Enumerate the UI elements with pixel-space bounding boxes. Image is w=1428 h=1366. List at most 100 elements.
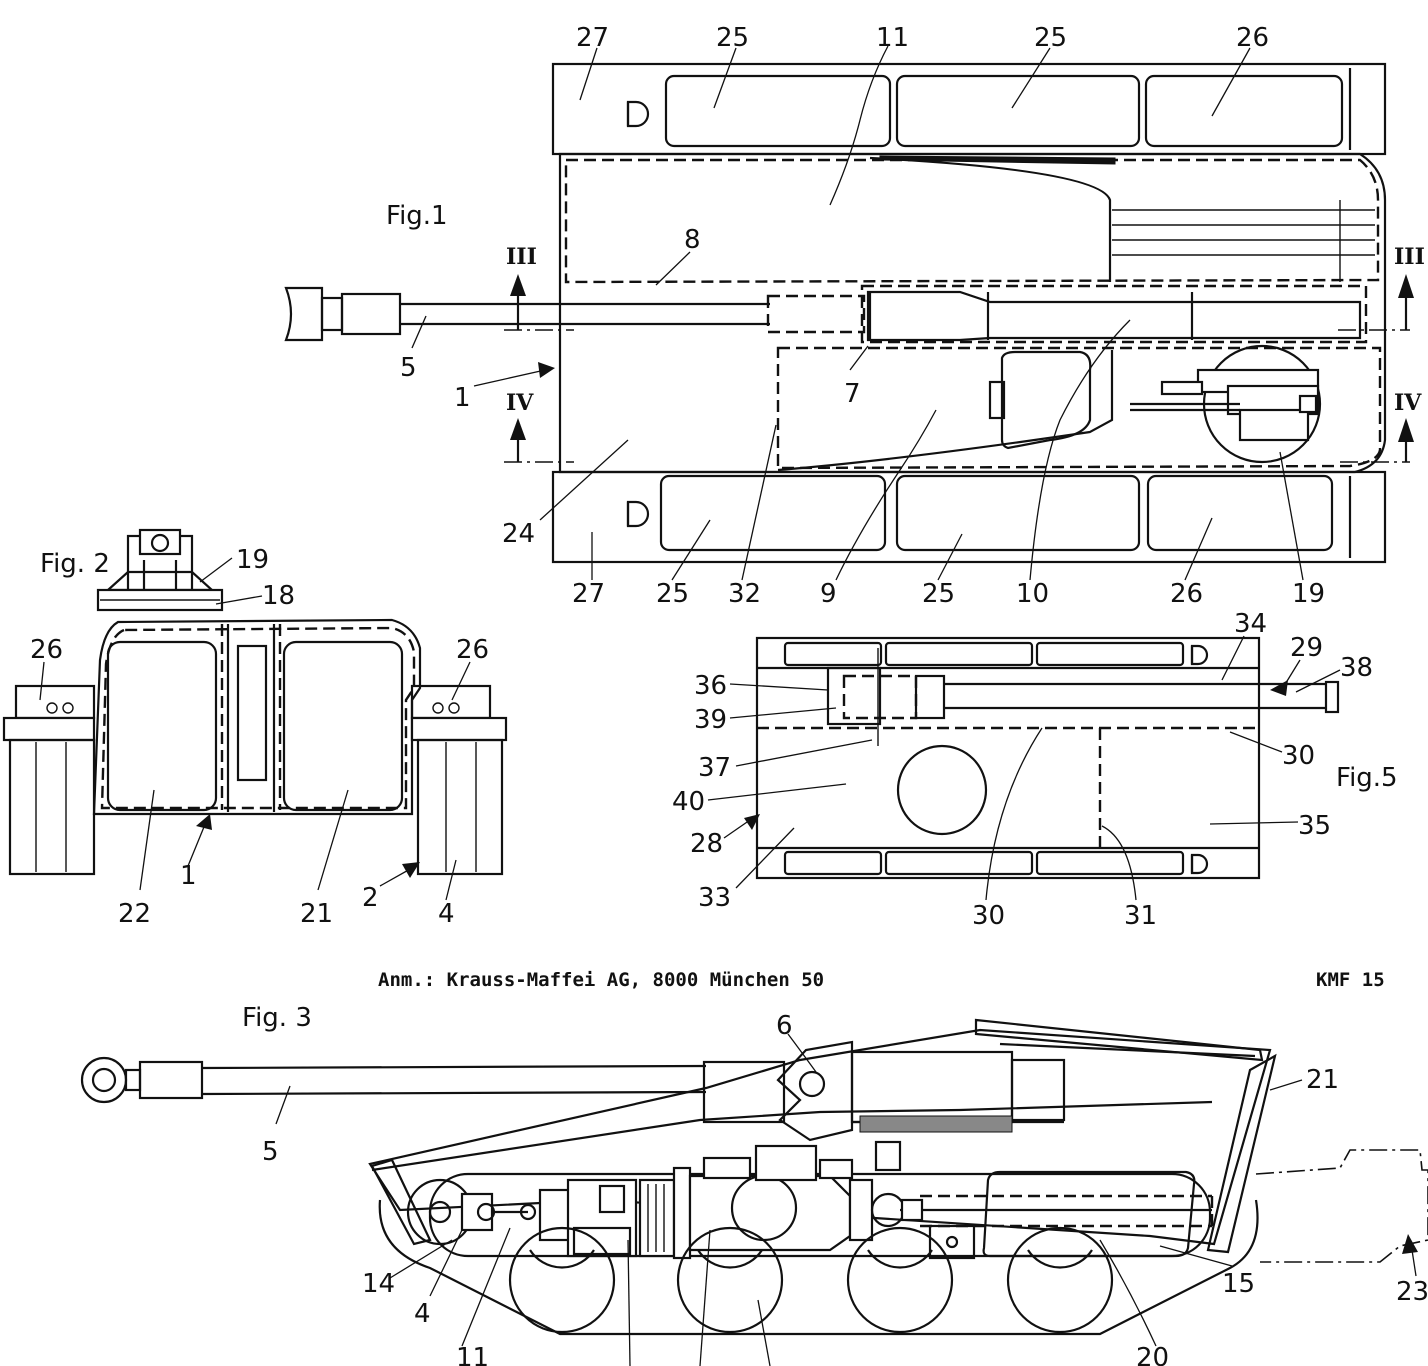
fig2-right-track-4 — [416, 738, 504, 876]
ref-36: 36 — [694, 671, 727, 701]
ref-33: 33 — [698, 883, 731, 913]
ref-39: 39 — [694, 705, 727, 735]
fig2-left-fender-26 — [14, 684, 96, 720]
ref-1-fig1: 1 — [454, 383, 471, 413]
fig2-hull — [92, 618, 422, 816]
applicant-line: Anm.: Krauss-Maffei AG, 8000 München 50 — [378, 969, 824, 991]
fig1-lower-track — [551, 470, 1387, 564]
ref-29: 29 — [1290, 633, 1323, 663]
fig5-turret-ring — [896, 744, 988, 836]
ref-32: 32 — [728, 579, 761, 609]
docket-number: KMF 15 — [1316, 969, 1385, 991]
fig5-outline — [755, 636, 1261, 880]
fig2-left-track — [8, 738, 96, 876]
fig1-fume-extractor — [340, 292, 402, 336]
fig1-top-view — [284, 45, 1414, 581]
ref-25-top-right: 25 — [1034, 23, 1067, 53]
fig1-box-25b — [895, 74, 1141, 148]
ref-28: 28 — [690, 829, 723, 859]
fig3-track — [378, 1199, 1259, 1336]
fig3-mantlet-6 — [776, 1040, 854, 1142]
ref-4-fig3: 4 — [414, 1299, 431, 1329]
fig1-box-25d — [895, 474, 1141, 552]
fig1-upper-track — [551, 62, 1387, 156]
ref-4-fig2: 4 — [438, 899, 455, 929]
ref-21-fig3: 21 — [1306, 1065, 1339, 1095]
ref-30-bottom: 30 — [972, 901, 1005, 931]
ref-24: 24 — [502, 519, 535, 549]
fig2-right-fender-26 — [410, 684, 492, 720]
ref-27-top: 27 — [576, 23, 609, 53]
ref-15: 15 — [1222, 1269, 1255, 1299]
fig1-hull-outline — [558, 152, 1387, 474]
fig3-side-view — [80, 1018, 1428, 1366]
ref-18: 18 — [262, 581, 295, 611]
ref-34: 34 — [1234, 609, 1267, 639]
ref-25-bottom-right: 25 — [922, 579, 955, 609]
fig1-hatch-mark-upper — [626, 100, 650, 128]
ref-8: 8 — [684, 225, 701, 255]
fig3-muzzle — [80, 1056, 128, 1104]
section-mark-iv-left: IV — [506, 390, 534, 416]
ref-5-fig1: 5 — [400, 353, 417, 383]
ref-7: 7 — [844, 379, 861, 409]
ref-35: 35 — [1298, 811, 1331, 841]
fig1-muzzle-brake — [284, 286, 324, 342]
fig3-armor-21 — [1206, 1053, 1277, 1254]
fig2-front-view — [2, 528, 508, 901]
ref-38: 38 — [1340, 653, 1373, 683]
ref-25-bottom-left: 25 — [656, 579, 689, 609]
fig3-road-wheel-1 — [508, 1226, 616, 1334]
fig1-box-26a — [1144, 74, 1344, 148]
ref-2: 2 — [362, 883, 379, 913]
section-mark-iii-left: III — [506, 244, 537, 270]
ref-19-fig2: 19 — [236, 545, 269, 575]
fig1-box-26b — [1146, 474, 1334, 552]
ref-11-top: 11 — [876, 23, 909, 53]
fig2-compartment-21 — [282, 640, 404, 812]
fig1-box-25c — [659, 474, 887, 552]
fig1-hatch-plate — [1000, 350, 1092, 450]
fig3-fume-extractor — [138, 1060, 204, 1100]
fig3-compartment-20 — [982, 1170, 1196, 1258]
fig5-top-view — [707, 635, 1341, 901]
ref-21-fig2: 21 — [300, 899, 333, 929]
fig3-barrel — [201, 1064, 707, 1070]
fig1-compartment-9 — [776, 346, 1382, 470]
ref-11-fig3: 11 — [456, 1343, 489, 1366]
ref-31: 31 — [1124, 901, 1157, 931]
ref-40: 40 — [672, 787, 705, 817]
ref-25-top-left: 25 — [716, 23, 749, 53]
ref-20: 20 — [1136, 1343, 1169, 1366]
fig2-gun-slot — [236, 644, 268, 782]
fig5-title: Fig.5 — [1336, 763, 1398, 793]
ref-1-fig2: 1 — [180, 861, 197, 891]
section-mark-iv-right: IV — [1394, 390, 1422, 416]
ref-26-top: 26 — [1236, 23, 1269, 53]
ref-30-right: 30 — [1282, 741, 1315, 771]
ref-6: 6 — [776, 1011, 793, 1041]
ref-27-bottom: 27 — [572, 579, 605, 609]
ref-5-fig3: 5 — [262, 1137, 279, 1167]
fig1-compartment-8 — [564, 158, 1380, 284]
ref-26-fig2-left: 26 — [30, 635, 63, 665]
fig2-compartment-22 — [106, 640, 218, 812]
fig3-hull — [368, 1028, 1272, 1246]
ref-10: 10 — [1016, 579, 1049, 609]
fig1-carrier-10 — [860, 284, 1368, 344]
fig1-hatch-mark-lower — [626, 500, 650, 528]
fig1-title: Fig.1 — [386, 201, 448, 231]
fig3-road-wheel-4 — [1006, 1226, 1114, 1334]
fig3-road-wheel-2 — [676, 1226, 784, 1334]
fig3-title: Fig. 3 — [242, 1003, 312, 1033]
ref-19-fig1: 19 — [1292, 579, 1325, 609]
ref-23: 23 — [1396, 1277, 1428, 1307]
section-mark-iii-right: III — [1394, 244, 1425, 270]
fig3-road-wheel-3 — [846, 1226, 954, 1334]
ref-9: 9 — [820, 579, 837, 609]
fig2-title: Fig. 2 — [40, 549, 110, 579]
ref-26-bottom: 26 — [1170, 579, 1203, 609]
ref-22: 22 — [118, 899, 151, 929]
